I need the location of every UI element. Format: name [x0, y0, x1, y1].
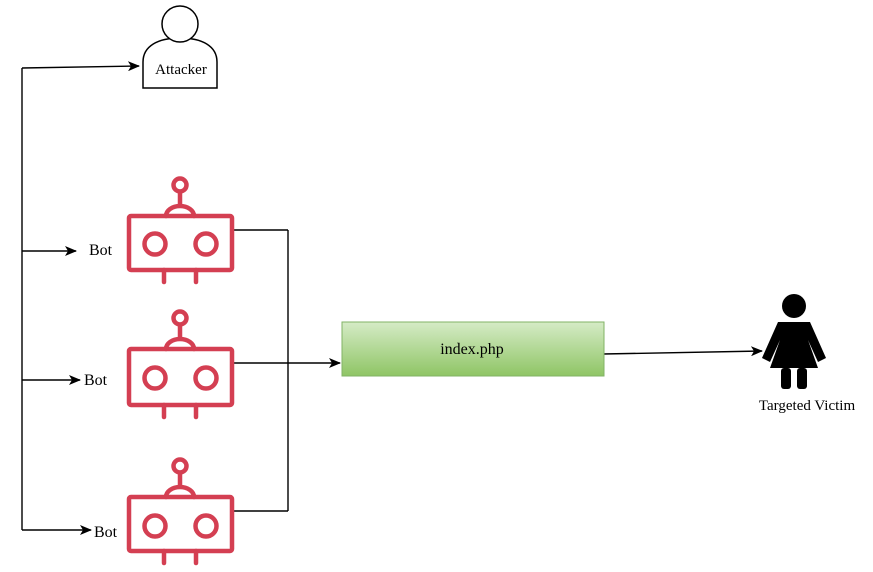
victim-node[interactable]: Targeted Victim — [759, 294, 856, 414]
robot-icon — [126, 176, 235, 285]
bot-1-label: Bot — [89, 242, 113, 259]
arrow-to-attacker — [21, 61, 140, 72]
server-node[interactable]: index.php — [341, 321, 605, 377]
woman-silhouette-icon — [762, 294, 826, 389]
robot-icon — [126, 457, 235, 566]
server-box — [341, 321, 605, 377]
attacker-label: Attacker — [155, 62, 207, 78]
arrow-to-victim — [602, 346, 763, 357]
user-outline-icon — [142, 5, 218, 89]
robot-icon — [126, 309, 235, 420]
attacker-node[interactable]: Attacker — [142, 5, 218, 89]
server-label: index.php — [440, 341, 504, 358]
connectors — [21, 61, 763, 535]
bot-node-3[interactable]: Bot — [94, 457, 235, 566]
bot-node-1[interactable]: Bot — [89, 176, 235, 285]
bot-3-label: Bot — [94, 524, 118, 541]
victim-label: Targeted Victim — [759, 398, 856, 414]
bot-node-2[interactable]: Bot — [84, 309, 235, 420]
bot-2-label: Bot — [84, 372, 108, 389]
